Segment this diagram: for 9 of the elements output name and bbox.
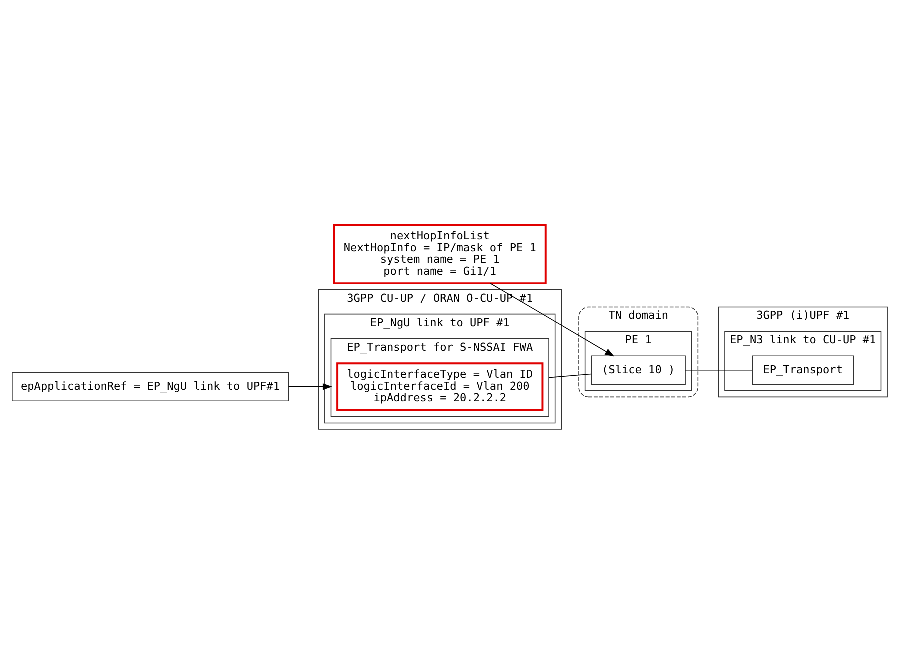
arrow bbox=[490, 283, 615, 357]
node-box: EP_Transport bbox=[752, 356, 854, 385]
node-box: (Slice 10 ) bbox=[591, 356, 686, 385]
connector bbox=[548, 374, 592, 378]
arrow bbox=[288, 384, 332, 390]
connector bbox=[685, 370, 753, 371]
node-box: nextHopInfoList NextHopInfo = IP/mask of PE 1 system name = PE 1 port name = Gi1/1 bbox=[333, 224, 547, 285]
node-box: epApplicationRef = EP_NgU link to UPF#1 bbox=[12, 372, 290, 402]
node-box: logicInterfaceType = Vlan ID logicInterfaceId = Vlan 200 ipAddress = 20.2.2.2 bbox=[336, 362, 544, 412]
